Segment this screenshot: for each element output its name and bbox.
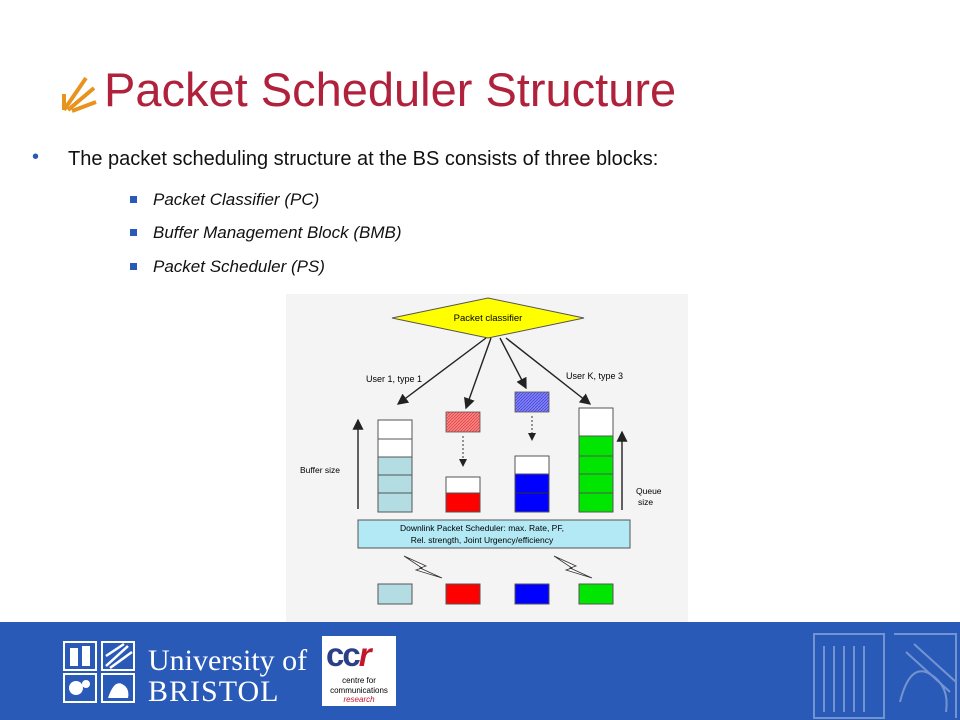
packet-classifier-shape (391, 297, 585, 339)
queue-user1 (377, 419, 413, 513)
arrow-user2 (464, 337, 492, 410)
ccr-text-line3: research (343, 695, 375, 704)
queue-size-label-1: Queue (636, 486, 662, 496)
incoming-packet-blue (514, 391, 550, 413)
ccr-text-line1: centre for (342, 676, 376, 685)
main-bullet-text: The packet scheduling structure at the B… (68, 148, 659, 170)
title-decoration-icon (62, 76, 97, 113)
square-bullet-icon (130, 196, 137, 203)
footer-bar (0, 622, 960, 720)
slide-title: Packet Scheduler Structure (104, 63, 677, 116)
bullet-dot-icon: • (32, 146, 40, 168)
ccr-logo-mark: ccr (326, 636, 372, 674)
ccr-logo-r: r (358, 636, 372, 673)
queue-user3 (514, 455, 550, 513)
lightning-bolt-icon (403, 555, 443, 579)
arrow-user1 (396, 337, 487, 405)
output-packet-green (578, 583, 614, 605)
university-name-line1: University of (148, 644, 308, 677)
scheduler-label-line1: Downlink Packet Scheduler: max. Rate, PF… (400, 523, 564, 533)
decorative-crest-watermark-icon (813, 633, 957, 719)
queue-user2 (445, 476, 481, 513)
arrow-user3 (499, 337, 527, 390)
sub-bullet-text: Packet Classifier (PC) (153, 190, 320, 209)
output-packet-red (445, 583, 481, 605)
ccr-logo-c: cc (326, 636, 361, 673)
sub-bullet-text: Packet Scheduler (PS) (153, 257, 325, 276)
queue-userk (578, 407, 614, 513)
buffer-size-label: Buffer size (300, 465, 340, 475)
scheduler-diagram: Packet classifier User 1, type 1 User K,… (286, 294, 688, 624)
downlink-scheduler-box (357, 519, 631, 549)
classifier-label: Packet classifier (454, 313, 523, 324)
user1-label: User 1, type 1 (366, 374, 422, 384)
lightning-bolt-icon (553, 555, 593, 579)
ccr-text-line2: communications (330, 686, 388, 695)
output-packet-blue (514, 583, 550, 605)
queue-size-label-2: size (638, 497, 653, 507)
university-name-line2: BRISTOL (148, 675, 280, 708)
incoming-packet-red (445, 411, 481, 433)
diagram-svg: Packet classifier User 1, type 1 User K,… (300, 297, 662, 605)
userk-label: User K, type 3 (566, 371, 623, 381)
square-bullet-icon (130, 229, 137, 236)
arrow-userk (505, 337, 592, 405)
sub-bullet-text: Buffer Management Block (BMB) (153, 223, 402, 242)
university-crest-icon (63, 641, 135, 703)
square-bullet-icon (130, 263, 137, 270)
ccr-logo: ccr centre for communications research (322, 636, 396, 706)
output-packet-light-blue (377, 583, 413, 605)
scheduler-label-line2: Rel. strength, Joint Urgency/efficiency (411, 535, 554, 545)
